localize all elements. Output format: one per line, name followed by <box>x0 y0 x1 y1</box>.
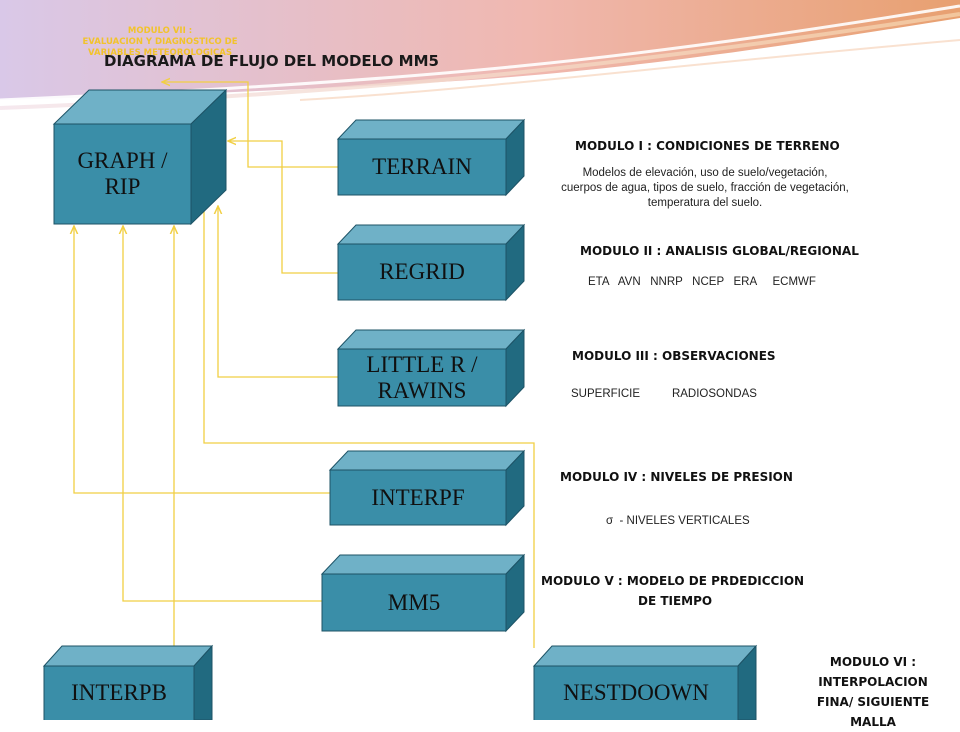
box-interpf[interactable] <box>328 449 526 527</box>
module-ii-items: ETA AVN NNRP NCEP ERA ECMWF <box>588 276 816 288</box>
box-graph-rip[interactable] <box>52 88 228 226</box>
connector-regrid-graph <box>228 141 338 274</box>
box-nestdown[interactable] <box>532 644 758 720</box>
box-nestdown-label: NESTDOOWN <box>563 680 709 705</box>
module-iv-title: MODULO IV : NIVELES DE PRESION <box>560 470 793 484</box>
box-interpb[interactable] <box>42 644 214 720</box>
module-v-title-line-2: DE TIEMPO <box>638 594 713 608</box>
module-vi-line-2: INTERPOLACION <box>818 675 928 689</box>
box-little-r-label: LITTLE R / RAWINS <box>366 351 478 403</box>
module-ii-title: MODULO II : ANALISIS GLOBAL/REGIONAL <box>580 244 859 258</box>
connector-lines <box>74 82 535 648</box>
connector-interpf-graph <box>74 226 330 494</box>
box-regrid-label: REGRID <box>379 259 465 284</box>
diagram-title: DIAGRAMA DE FLUJO DEL MODELO MM5 <box>104 52 439 70</box>
box-graph-label: GRAPH / RIP <box>77 148 168 199</box>
module-i-line-1: Modelos de elevación, uso de suelo/veget… <box>582 167 828 179</box>
module-vii-note: MODULO VII : EVALUACION Y DIAGNOSTICO DE… <box>52 26 268 59</box>
box-mm5[interactable] <box>320 553 526 633</box>
box-regrid[interactable] <box>336 223 526 302</box>
module-v-title-line-1: MODULO V : MODELO DE PRDEDICCION <box>541 574 805 588</box>
module-iii-title: MODULO III : OBSERVACIONES <box>572 349 776 363</box>
box-terrain[interactable] <box>336 118 526 197</box>
module-vi-line-4: MALLA <box>850 715 896 729</box>
module-iii-items: SUPERFICIE RADIOSONDAS <box>571 388 757 400</box>
module-i-line-2: cuerpos de agua, tipos de suelo, fracció… <box>561 182 849 194</box>
module-vi-title: MODULO VI : INTERPOLACION FINA/ SIGUIENT… <box>792 652 954 732</box>
module-iv-items: σ - NIVELES VERTICALES <box>606 515 750 527</box>
module-vi-line-1: MODULO VI : <box>829 655 917 669</box>
connector-terrain-graph <box>162 82 338 168</box>
connector-littler-graph <box>218 206 338 378</box>
module-vii-line-1: MODULO VII : <box>127 26 193 36</box>
box-interpb-label: INTERPB <box>71 680 167 705</box>
connector-mm5-graph <box>123 226 322 602</box>
module-vii-line-2: EVALUACION Y DIAGNOSTICO DE <box>82 37 238 47</box>
connector-nestdown-graph <box>204 183 535 648</box>
module-i-description: Modelos de elevación, uso de suelo/veget… <box>526 166 884 211</box>
box-interpf-label: INTERPF <box>371 484 465 510</box>
box-little-r-rawins[interactable] <box>336 328 526 408</box>
module-i-title: MODULO I : CONDICIONES DE TERRENO <box>575 139 840 153</box>
box-terrain-label: TERRAIN <box>372 154 472 179</box>
module-vii-line-3: VARIABLES METEOROLOGICAS <box>88 48 232 58</box>
module-i-line-3: temperatura del suelo. <box>647 197 763 209</box>
module-vi-line-3: FINA/ SIGUIENTE <box>816 695 930 709</box>
box-mm5-label: MM5 <box>387 589 441 615</box>
